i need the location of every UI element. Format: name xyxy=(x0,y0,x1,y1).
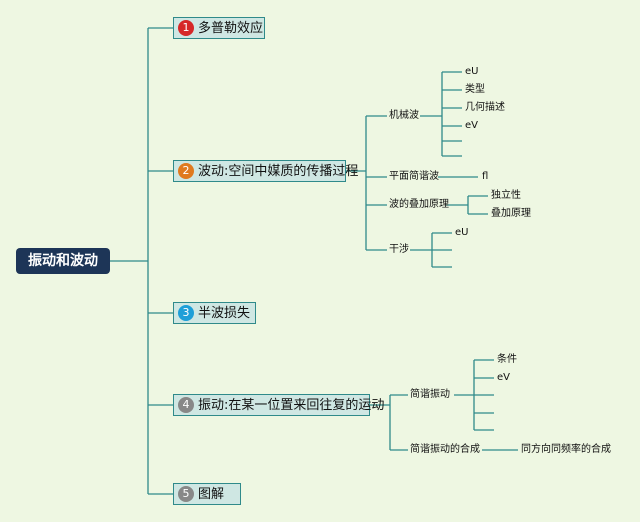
number-badge: 1 xyxy=(178,19,194,36)
number-badge: 4 xyxy=(178,396,194,413)
node-leaf[interactable]: 条件 xyxy=(497,354,517,365)
node-leaf[interactable]: eV xyxy=(465,120,478,131)
node-leaf[interactable]: eU xyxy=(455,227,469,238)
node-plane-harmonic-wave[interactable]: 平面简谐波 xyxy=(389,171,439,182)
node-leaf[interactable]: 几何描述 xyxy=(465,102,505,113)
topic-vibration[interactable]: 4 振动:在某一位置来回往复的运动 xyxy=(173,394,384,416)
topic-diagram[interactable]: 5 图解 xyxy=(173,483,241,505)
topic-label: 多普勒效应 xyxy=(198,21,264,36)
node-simple-harmonic[interactable]: 简谐振动 xyxy=(410,389,450,400)
node-leaf[interactable]: 独立性 xyxy=(491,190,521,201)
number-badge: 2 xyxy=(178,162,194,179)
node-leaf[interactable]: eU xyxy=(465,66,479,77)
root-node[interactable]: 振动和波动 xyxy=(16,248,110,274)
number-badge: 3 xyxy=(178,304,194,321)
topic-label: 振动:在某一位置来回往复的运动 xyxy=(198,398,385,413)
topic-half-wave-loss[interactable]: 3 半波损失 xyxy=(173,302,256,324)
number-badge: 5 xyxy=(178,485,194,502)
node-leaf[interactable]: eV xyxy=(497,372,510,383)
topic-label: 半波损失 xyxy=(198,306,251,321)
node-composition[interactable]: 简谐振动的合成 xyxy=(410,444,480,455)
node-superposition[interactable]: 波的叠加原理 xyxy=(389,199,449,210)
node-leaf[interactable]: 同方向同频率的合成 xyxy=(521,444,611,455)
topic-label: 波动:空间中媒质的传播过程 xyxy=(198,164,359,179)
topic-doppler-effect[interactable]: 1 多普勒效应 xyxy=(173,17,265,39)
node-interference[interactable]: 干涉 xyxy=(389,244,409,255)
node-mechanical-wave[interactable]: 机械波 xyxy=(389,110,419,121)
node-leaf[interactable]: fl xyxy=(482,171,489,182)
node-leaf[interactable]: 叠加原理 xyxy=(491,208,531,219)
topic-label: 图解 xyxy=(198,487,225,502)
node-leaf[interactable]: 类型 xyxy=(465,84,485,95)
topic-wave[interactable]: 2 波动:空间中媒质的传播过程 xyxy=(173,160,358,182)
